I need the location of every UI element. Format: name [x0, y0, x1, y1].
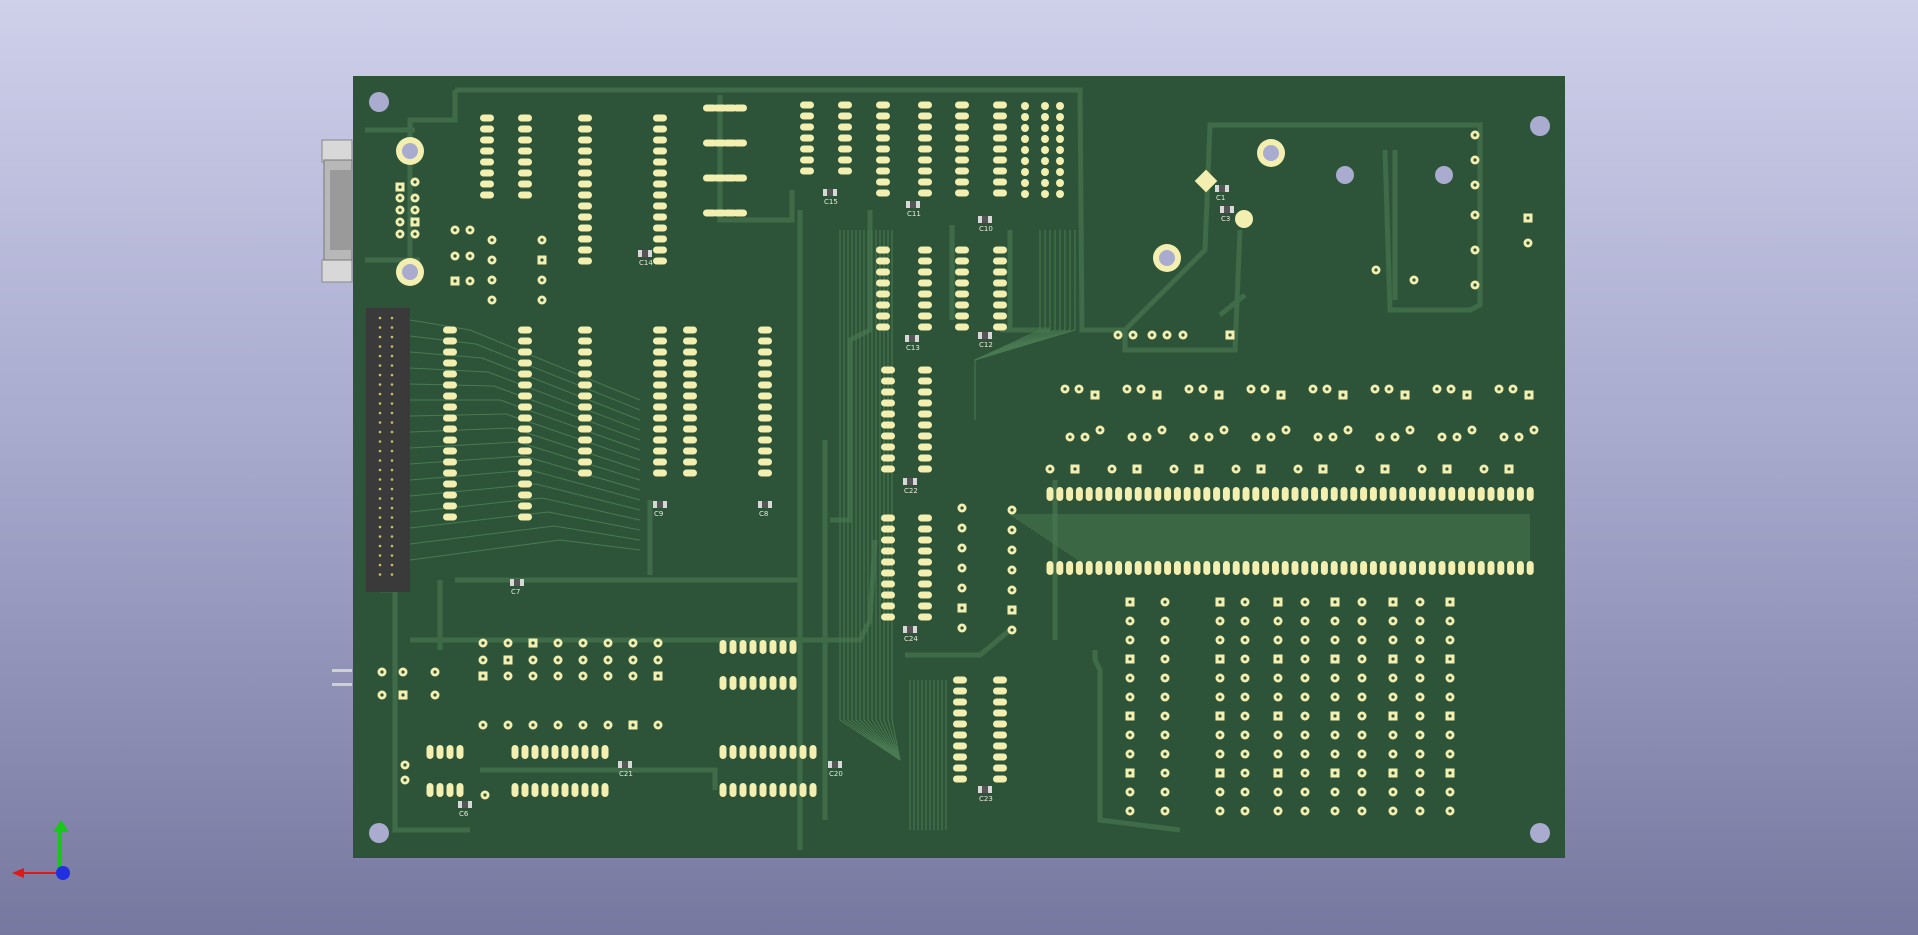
mounting-hole	[1530, 823, 1550, 843]
capacitor-label: C14	[639, 259, 653, 267]
ic-chip	[876, 101, 932, 197]
ic-chip	[511, 783, 609, 797]
capacitor-label: C6	[459, 810, 469, 818]
ic-chip	[683, 326, 772, 477]
capacitor-label: C21	[619, 770, 633, 778]
capacitor-label: C13	[906, 344, 920, 352]
capacitor-label: C23	[979, 795, 993, 803]
capacitor-label: C12	[979, 341, 993, 349]
capacitor-label: C20	[829, 770, 843, 778]
ic-chip	[1046, 561, 1534, 575]
capacitor-label: C24	[904, 635, 918, 643]
x-axis-arrow-icon	[12, 868, 58, 878]
capacitor-label: C1	[1216, 194, 1225, 202]
ic-chip	[578, 326, 667, 477]
ribbon-header	[366, 308, 410, 592]
ic-chip	[578, 114, 667, 265]
ic-chip	[426, 745, 464, 759]
through-hole-pads	[377, 130, 1539, 816]
ic-chip	[511, 745, 609, 759]
ic-chip	[719, 676, 797, 690]
db-connector	[321, 139, 353, 283]
ic-chip	[953, 676, 1007, 783]
mounting-hole	[369, 92, 389, 112]
ic-chip	[881, 514, 932, 621]
capacitor-label: C3	[1221, 215, 1230, 223]
ic-chip	[876, 246, 932, 331]
ic-chip	[1046, 487, 1534, 501]
z-axis-arrow-icon	[56, 866, 70, 880]
ic-chip	[881, 366, 932, 473]
capacitor-label: C8	[759, 510, 768, 518]
ic-chip	[800, 101, 852, 175]
capacitor-label: C22	[904, 487, 918, 495]
thin-traces	[409, 230, 1530, 830]
axis-orientation-gizmo	[12, 820, 70, 880]
ic-chip	[719, 783, 817, 797]
ic-chip	[443, 326, 532, 521]
mounting-hole	[369, 823, 389, 843]
pin-header-left	[332, 669, 352, 686]
ic-chip	[955, 246, 1007, 331]
capacitor-label: C15	[824, 198, 838, 206]
capacitor-label: C11	[907, 210, 921, 218]
ic-chip	[719, 640, 797, 654]
ic-chip	[955, 101, 1007, 197]
capacitor-label: C10	[979, 225, 993, 233]
ic-chip	[719, 745, 817, 759]
ic-chip	[426, 783, 464, 797]
mounting-hole	[1530, 116, 1550, 136]
mounting-holes	[369, 92, 1550, 843]
capacitor-label: C7	[511, 588, 520, 596]
components	[426, 101, 1534, 797]
capacitor-label: C9	[654, 510, 663, 518]
